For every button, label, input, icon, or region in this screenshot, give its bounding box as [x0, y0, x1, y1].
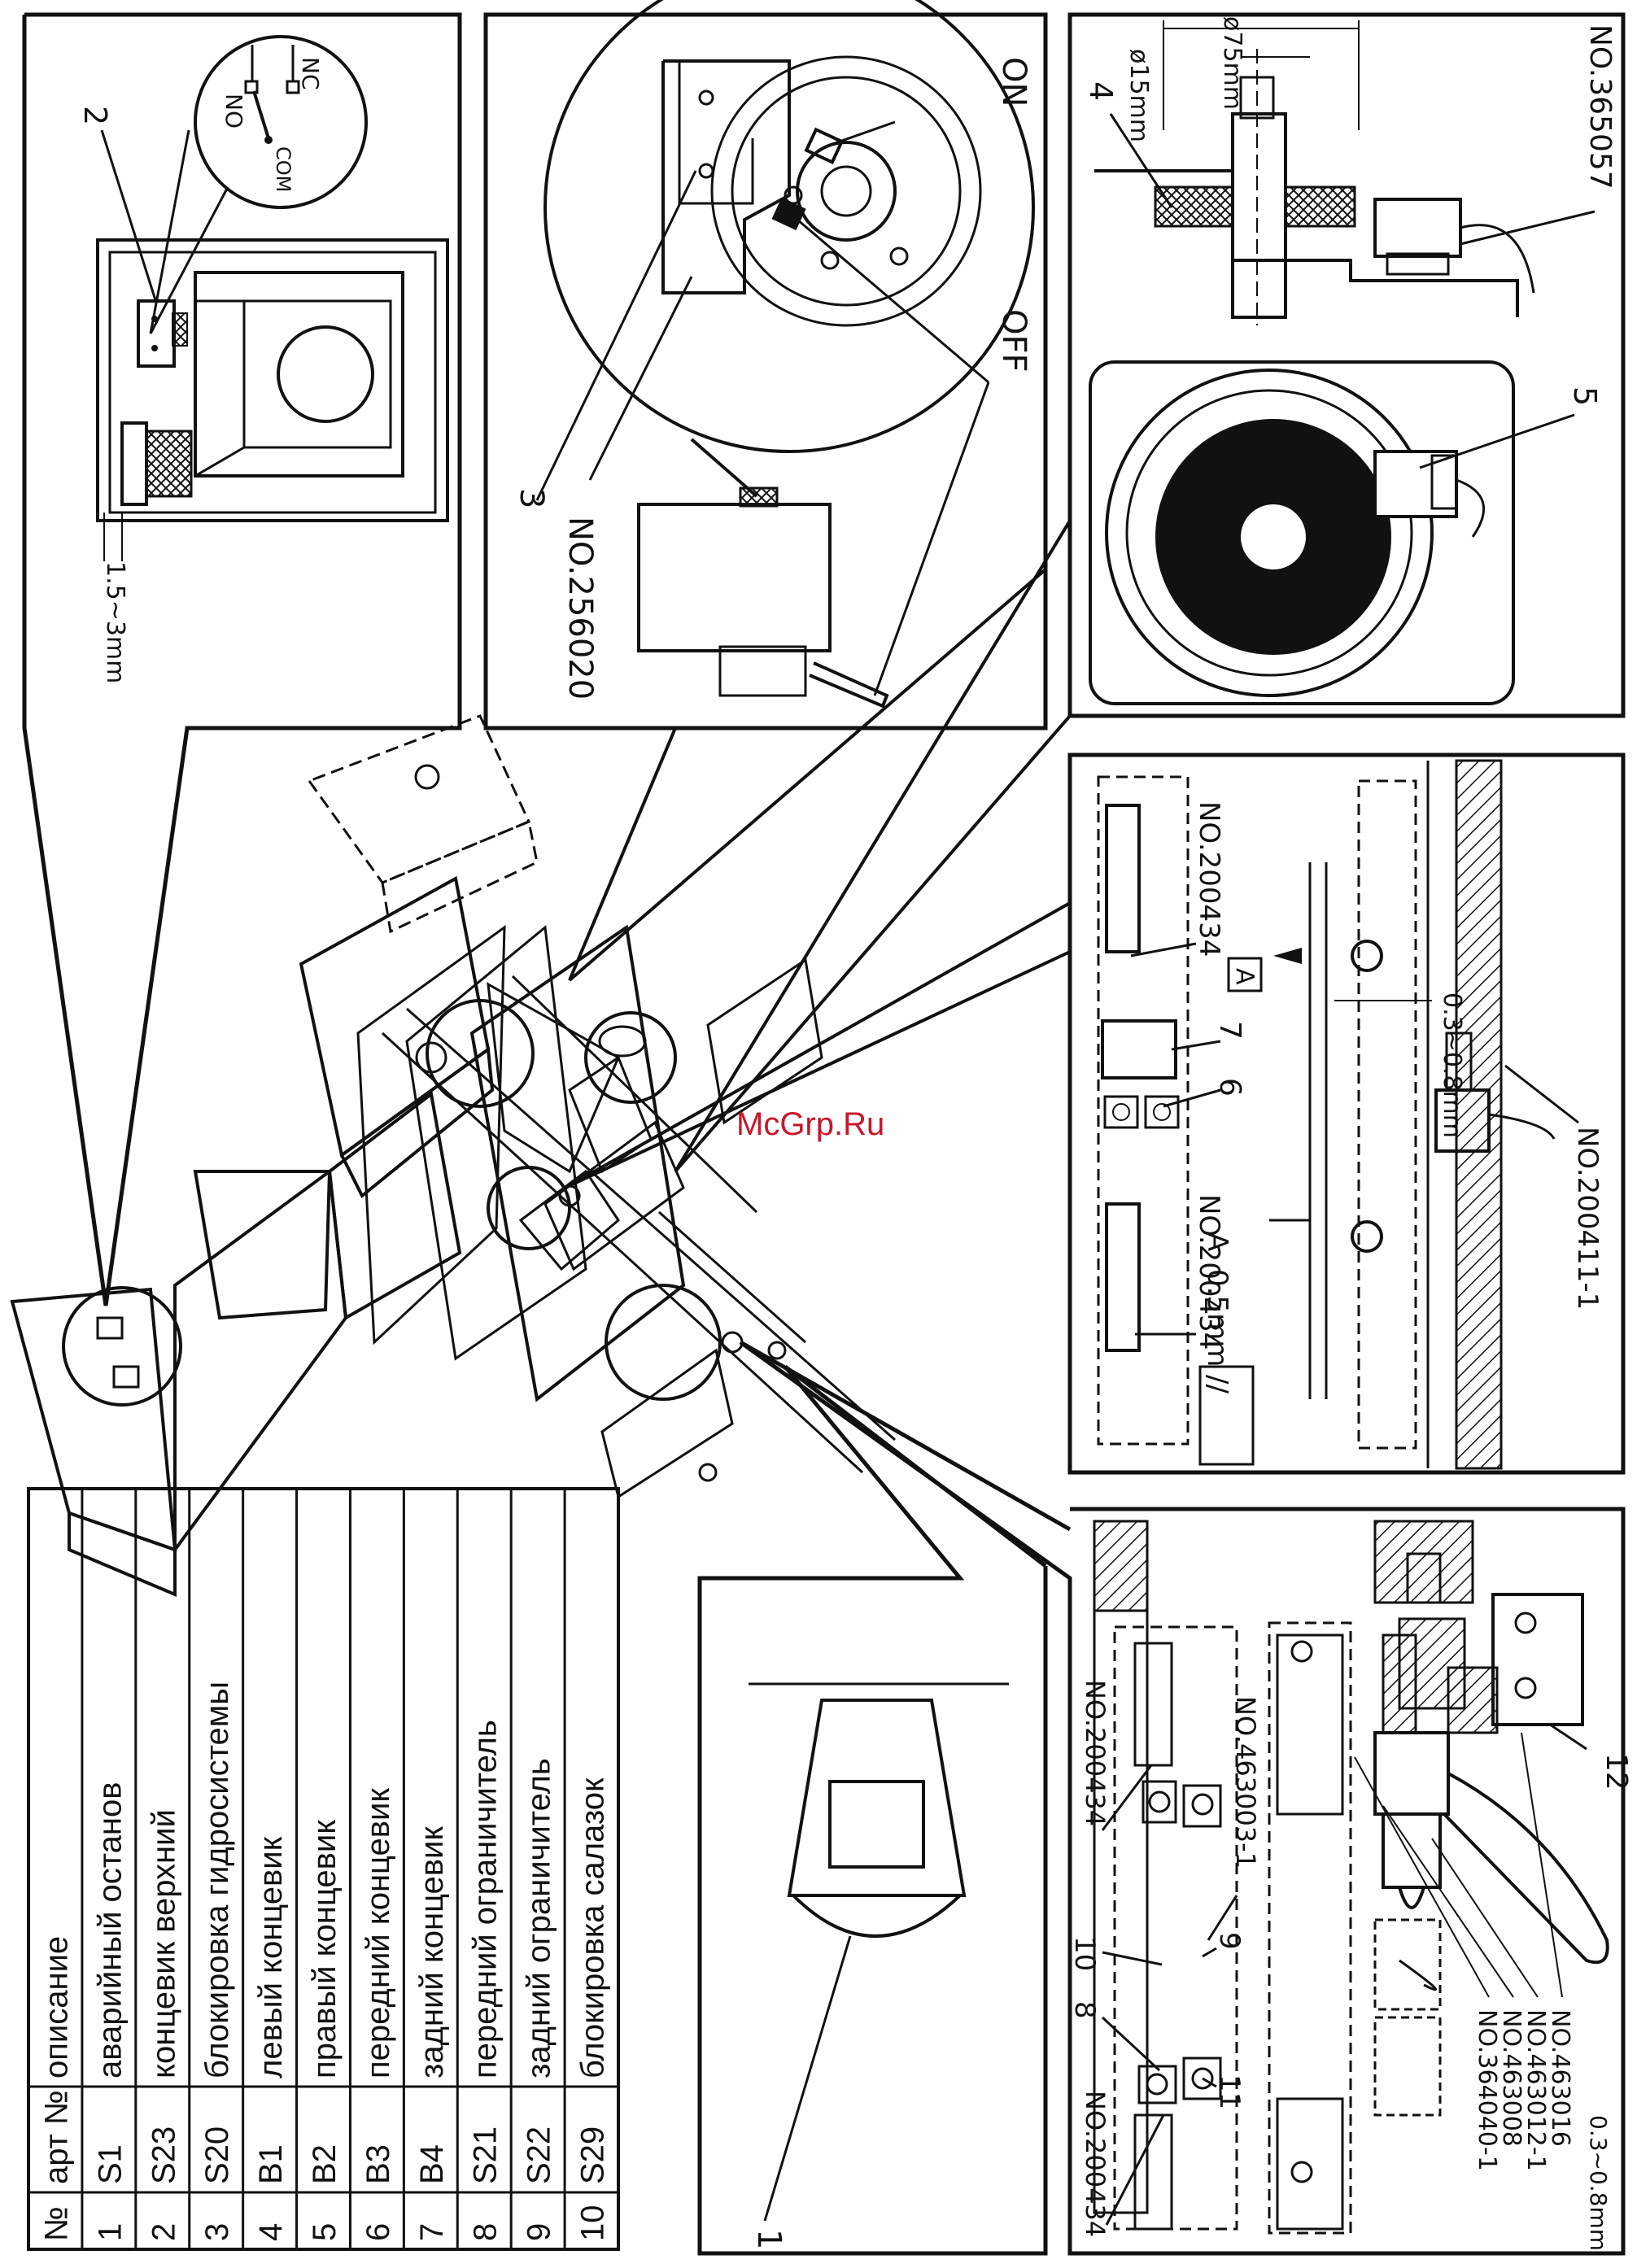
panel-hydraulic: ON OFF 3 NO.256020	[483, 0, 1048, 982]
watermark: McGrp.Ru	[736, 1106, 884, 1142]
table-cell: блокировка гидросистемы	[199, 1681, 235, 2078]
limiter-gap: 0.3~0.8mm	[1585, 2115, 1612, 2251]
table-cell: B4	[414, 2144, 450, 2184]
fb-tol-val: 0.5mm	[1201, 1269, 1233, 1367]
table-cell: концевик верхний	[146, 1809, 181, 2078]
table-cell: передний концевик	[360, 1788, 396, 2078]
table-cell: блокировка салазок	[575, 1777, 611, 2078]
limiter-part-f: NO.463012-1	[1521, 2009, 1550, 2171]
callout-11: 11	[1213, 2074, 1246, 2109]
upper-switch-nc: NC	[297, 57, 324, 90]
table-cell: B1	[253, 2144, 289, 2184]
callout-10: 10	[1068, 1936, 1101, 1971]
panel-lr-switch: ø75mm ø15mm 4 NO.365057 5	[674, 12, 1626, 1173]
table-cell: задний концевик	[414, 1826, 450, 2078]
limiter-part-e: NO.463008	[1497, 2009, 1526, 2147]
hydraulic-off: OFF	[995, 309, 1032, 373]
table-cell: 6	[360, 2223, 396, 2241]
table-cell: 2	[146, 2223, 181, 2241]
table-cell: 8	[468, 2223, 504, 2241]
limiter-part-d: NO.364040-1	[1473, 2009, 1501, 2171]
table-cell: 3	[199, 2223, 235, 2241]
table-header-cell: описание	[38, 1936, 74, 2078]
limiter-part-g: NO.463016	[1546, 2009, 1574, 2147]
callout-3: 3	[513, 488, 550, 508]
callout-2: 2	[77, 106, 113, 125]
lr-dim-75: ø75mm	[1218, 16, 1246, 110]
lr-dim-15: ø15mm	[1124, 49, 1153, 142]
fb-datum: A	[1230, 968, 1259, 985]
table-cell: 10	[575, 2205, 611, 2242]
fb-tol-sym: //	[1201, 1375, 1233, 1394]
limiter-part-c: NO.463003-1	[1230, 1696, 1261, 1869]
table-cell: S1	[92, 2144, 128, 2184]
table-cell: B2	[307, 2144, 343, 2184]
fb-part-no-top: NO.200434	[1193, 801, 1225, 957]
hydraulic-part-no: NO.256020	[561, 517, 599, 700]
upper-switch-no: NO	[220, 94, 247, 129]
fb-part-no-bottom: NO.200411-1	[1571, 1127, 1604, 1310]
fb-tol-ref: A	[1201, 1232, 1233, 1251]
panel-upper-switch: 1.5~3mm NO NC COM 2	[22, 12, 462, 1306]
fb-part-no-mid: NO.200434	[1193, 1194, 1225, 1350]
callout-1: 1	[750, 2229, 788, 2249]
table-header-cell: №	[38, 2206, 74, 2241]
table-cell: аварийный останов	[92, 1782, 128, 2078]
table-cell: правый концевик	[307, 1820, 343, 2078]
table-cell: S22	[522, 2126, 557, 2184]
callout-5: 5	[1567, 386, 1603, 406]
panel-limiters: 10 8 9 11 12 NO.200434 NO.200434 NO.4630…	[739, 1340, 1633, 2256]
table-cell: 9	[522, 2223, 557, 2241]
table-cell: 7	[414, 2223, 450, 2241]
table-cell: S21	[468, 2126, 504, 2184]
callout-7: 7	[1213, 1021, 1246, 1040]
table-cell: S29	[575, 2126, 611, 2184]
panel-emergency-stop: 1	[697, 1365, 1048, 2256]
table-cell: B3	[360, 2144, 396, 2184]
table-header-cell: арт №	[38, 2090, 74, 2184]
callout-6: 6	[1213, 1078, 1246, 1097]
machine-isometric	[10, 714, 896, 1598]
callout-8: 8	[1068, 2001, 1101, 2019]
panel-fb-switch: A 0.3~0.8mm 7 6 NO.200434 NO.200434 // 0…	[565, 752, 1626, 1475]
table-cell: задний ограничитель	[522, 1758, 557, 2078]
table-cell: S23	[146, 2126, 181, 2184]
callout-4: 4	[1083, 81, 1119, 101]
limiter-part-b: NO.200434	[1080, 2091, 1111, 2237]
table-cell: 5	[307, 2223, 343, 2241]
lr-part-no: NO.365057	[1583, 24, 1617, 190]
table-cell: левый концевик	[253, 1836, 289, 2078]
limiter-part-a: NO.200434	[1080, 1680, 1111, 1826]
hydraulic-on: ON	[995, 57, 1032, 107]
table-cell: 1	[92, 2223, 128, 2241]
upper-switch-gap: 1.5~3mm	[101, 561, 129, 683]
table-cell: S20	[199, 2126, 235, 2184]
callout-12: 12	[1600, 1753, 1633, 1790]
table-cell: передний ограничитель	[468, 1720, 504, 2078]
fb-gap: 0.3~0.8mm	[1438, 992, 1466, 1138]
upper-switch-com: COM	[272, 146, 295, 192]
switch-table: № арт № описание 1 S1 аварийный останов 2 S23 ко…	[27, 1487, 620, 2251]
callout-9: 9	[1213, 1932, 1246, 1950]
table-cell: 4	[253, 2223, 289, 2241]
